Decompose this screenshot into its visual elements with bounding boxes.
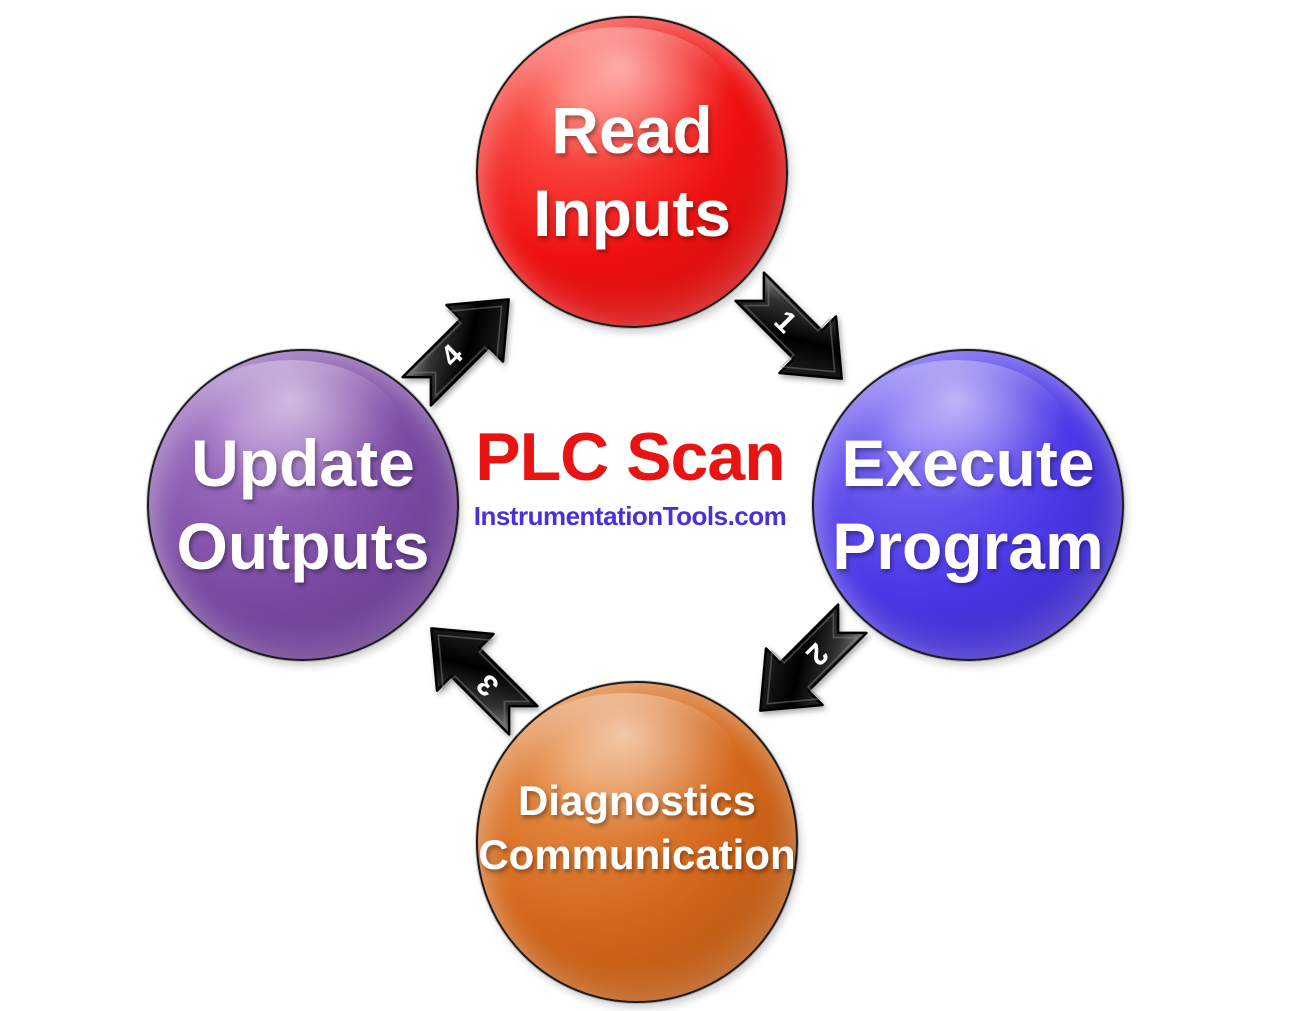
node-update-outputs: Update Outputs xyxy=(147,349,459,661)
arrow-bevel xyxy=(409,305,503,399)
node-label-line: Communication xyxy=(478,831,796,878)
node-update-outputs-label: Update Outputs xyxy=(177,422,430,588)
node-label-line: Read xyxy=(551,92,713,167)
node-label-line: Program xyxy=(832,509,1104,583)
node-label-line: Outputs xyxy=(176,509,430,583)
diagram-title: PLC Scan xyxy=(475,419,785,495)
node-execute-program: Execute Program xyxy=(812,349,1124,661)
node-execute-program-label: Execute Program xyxy=(832,422,1103,588)
arrow-bevel xyxy=(742,279,836,373)
node-diagnostics-communication-label: Diagnostics Communication xyxy=(478,774,795,882)
cycle-arrow-2-icon: 2 xyxy=(759,603,868,712)
node-diagnostics-communication: Diagnostics Communication xyxy=(476,681,798,1003)
arrow-bevel xyxy=(766,611,860,705)
arrow-shape xyxy=(430,627,539,736)
diagram-title-block: PLC Scan InstrumentationTools.com xyxy=(440,419,820,532)
node-label-line: Execute xyxy=(841,425,1095,500)
node-label-line: Diagnostics xyxy=(517,777,757,825)
arrow-shape xyxy=(759,603,868,712)
arrow-bevel xyxy=(437,634,531,728)
arrow-shape xyxy=(401,298,510,407)
node-read-inputs: Read Inputs xyxy=(476,16,788,328)
node-read-inputs-label: Read Inputs xyxy=(533,89,731,255)
cycle-arrow-4-icon: 4 xyxy=(401,298,510,407)
cycle-arrow-1-icon: 1 xyxy=(734,271,843,380)
website-credit: InstrumentationTools.com xyxy=(473,501,787,532)
node-label-line: Inputs xyxy=(533,176,731,250)
cycle-arrow-3-icon: 3 xyxy=(430,627,539,736)
arrow-shape xyxy=(734,271,843,380)
node-label-line: Update xyxy=(191,425,415,500)
